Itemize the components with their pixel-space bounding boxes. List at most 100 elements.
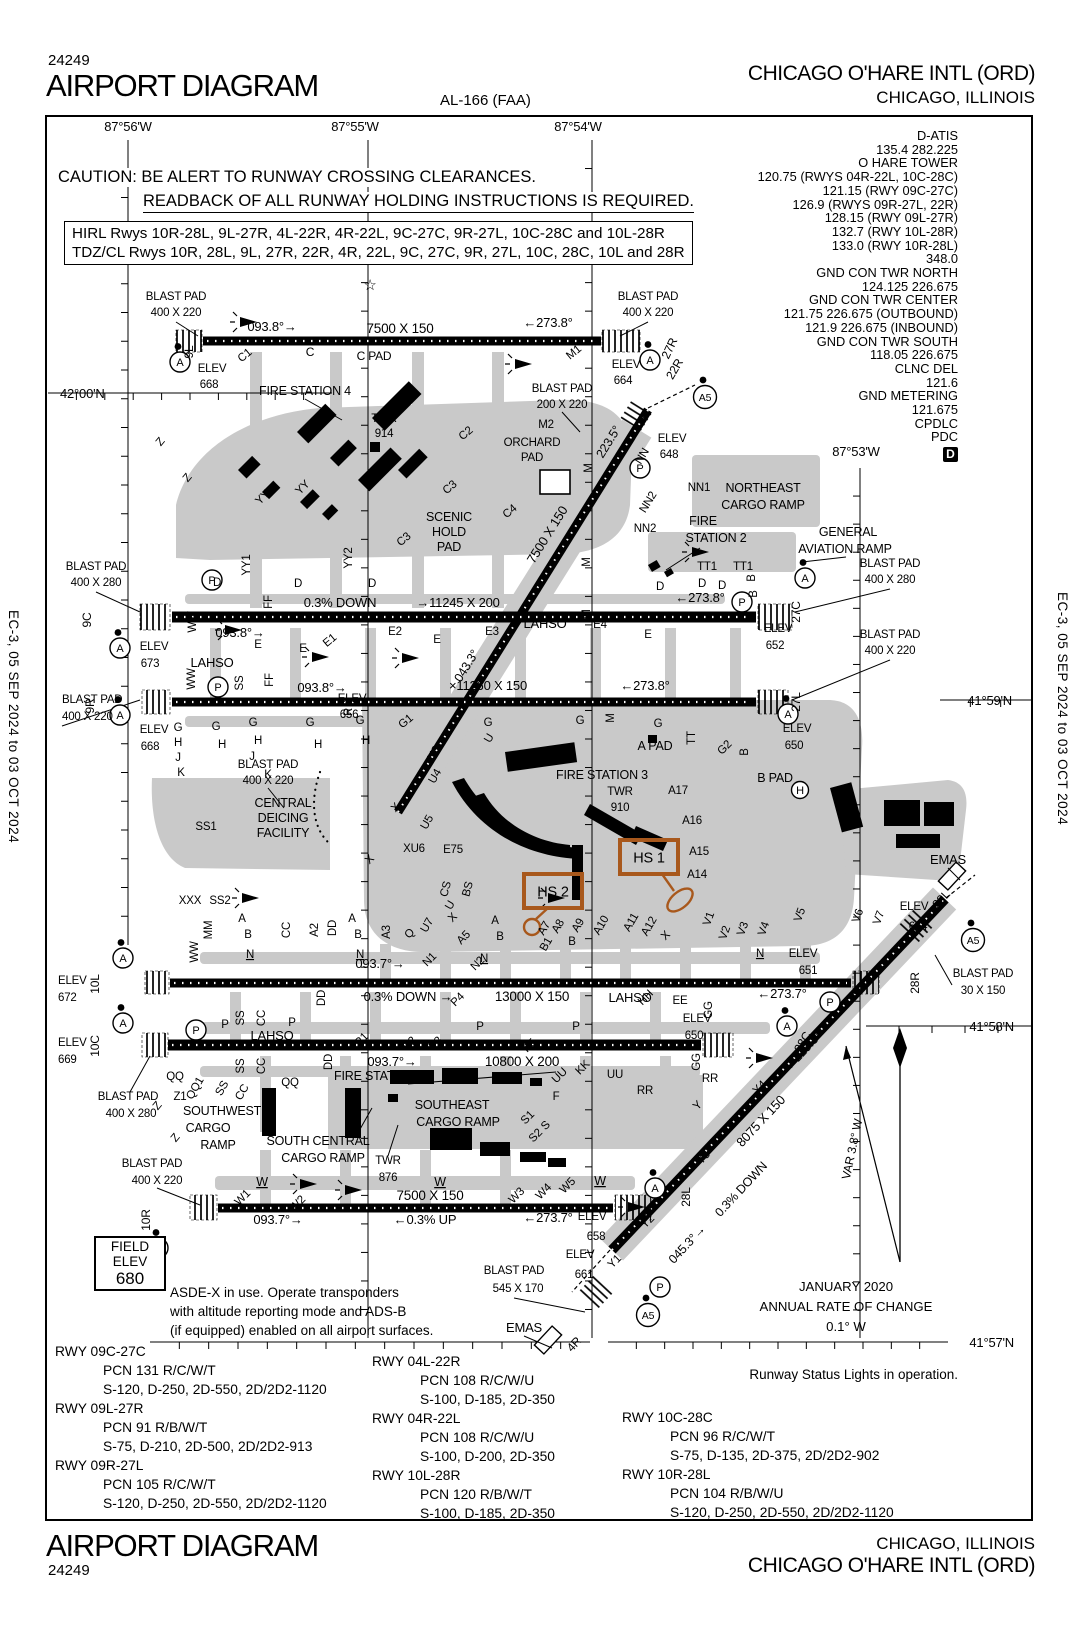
diagram-label: E4: [593, 619, 607, 631]
position-dot: [649, 1169, 657, 1176]
diagram-label: M2: [538, 419, 554, 431]
diagram-label: FIRE STATION 1: [334, 1069, 426, 1083]
diagram-label: F: [553, 1091, 560, 1103]
diagram-label: ELEV: [140, 641, 169, 653]
chart-code-top: 24249: [48, 52, 90, 69]
A-circle: [777, 703, 799, 725]
diagram-label: 87°56'W: [104, 119, 152, 134]
diagram-label: →11245 X 200: [416, 595, 499, 610]
runway: [203, 336, 601, 346]
comm-line: 135.4 282.225: [876, 141, 958, 157]
comm-line: 132.7 (RWY 10L-28R): [831, 223, 958, 239]
H-circle: [790, 780, 810, 800]
circle-letter: A: [116, 643, 124, 655]
diagram-label: CC: [233, 1082, 252, 1102]
diagram-label: GENERAL: [819, 525, 878, 539]
blast-pad: [578, 1275, 614, 1309]
light-wedge-rays: [682, 541, 690, 563]
diagram-label: CC: [256, 1010, 268, 1026]
page-title: AIRPORT DIAGRAM: [46, 68, 319, 103]
diagram-label: D: [213, 577, 221, 589]
runway-rwy: RWY 09C-27C: [55, 1344, 146, 1359]
terminal-building: [472, 793, 570, 854]
diagram-label: 7500 X 150: [396, 1188, 463, 1203]
diagram-label: G: [212, 721, 221, 733]
diagram-label: LAHSO: [250, 1028, 293, 1043]
lighting-note-box: HIRL Rwys 10R-28L, 9L-27R, 4L-22R, 4R-22…: [64, 221, 693, 265]
diagram-label: AVIATION RAMP: [798, 542, 891, 556]
blast-pad: [702, 1032, 734, 1058]
circle-letter: A: [646, 355, 654, 367]
diagram-label: H: [362, 735, 370, 747]
diagram-label: N: [480, 953, 488, 965]
blast-pad: [139, 603, 171, 631]
diagram-label: 400 X 220: [132, 1175, 183, 1187]
diagram-label: TT1: [733, 561, 753, 573]
diagram-label: G: [249, 717, 258, 729]
edge-note-right: EC-3, 05 SEP 2024 to 03 OCT 2024: [1055, 592, 1070, 826]
taxiway-connector: [380, 944, 391, 986]
diagram-label: ←273.8°: [620, 678, 669, 693]
diagram-label: 400 X 220: [865, 645, 916, 657]
runway-rwy: RWY 09R-27L: [55, 1458, 144, 1473]
pointer-line: [947, 867, 961, 881]
diagram-label: D: [294, 578, 302, 590]
A-circle: [794, 567, 816, 589]
A5-circle: [692, 384, 718, 410]
A5-circle: [960, 927, 986, 953]
apron-area: [408, 470, 558, 550]
diagram-label: STATION 2: [686, 531, 747, 545]
diagram-label: RAMP: [200, 1138, 235, 1152]
light-wedge-rays: [290, 1173, 298, 1195]
diagram-label: P: [476, 1021, 484, 1033]
position-dot: [642, 1294, 650, 1302]
diagram-label: BS: [460, 880, 476, 898]
diagram-label: 0.3% DOWN: [304, 595, 377, 610]
position-dot: [117, 939, 125, 946]
light-wedge-icon: [628, 1202, 645, 1212]
blast-pad: [141, 689, 171, 715]
diagram-label: 093.7°→: [355, 956, 404, 971]
diagram-label: W: [594, 1174, 606, 1188]
magvar-line-3: 0.1° W: [826, 1319, 866, 1334]
light-wedge-icon: [402, 653, 419, 663]
diagram-label: H: [218, 739, 226, 751]
P-circle: [649, 1276, 671, 1298]
building: [480, 1142, 510, 1156]
runway-pcn: PCN 91 R/B/W/T: [103, 1420, 208, 1435]
runway-rwy: RWY 04L-22R: [372, 1354, 461, 1369]
diagram-label: 30 X 150: [961, 985, 1005, 997]
comm-line: CLNC DEL: [894, 360, 958, 376]
blast-pad: [757, 603, 793, 631]
diagram-label: G: [576, 715, 585, 727]
hotspot-connector: [661, 873, 675, 892]
light-wedge-rays: [618, 1196, 626, 1218]
diagram-label: ←273.7°: [757, 986, 806, 1001]
diagram-label: 093.7°→: [253, 1212, 302, 1227]
diagram-label: SS: [234, 675, 246, 690]
diagram-label: CARGO RAMP: [721, 498, 804, 512]
diagram-label: SCENIC: [426, 510, 472, 524]
light-wedge-icon: [240, 317, 257, 327]
taxiway-connector: [560, 944, 571, 986]
diagram-label: ←273.7°: [523, 1210, 572, 1225]
asdex-line-2: with altitude reporting mode and ADS-B: [170, 1304, 407, 1319]
taxiway-connector: [440, 944, 451, 986]
circle-letter: A: [116, 710, 124, 722]
runway-rwy: RWY 10L-28R: [372, 1468, 461, 1483]
diagram-label: 10C: [88, 1035, 102, 1057]
blast-pad: [144, 970, 170, 995]
pdc-box-icon: D: [943, 447, 958, 463]
diagram-label: ELEV: [566, 1249, 595, 1261]
comm-line: GND CON TWR CENTER: [808, 292, 958, 308]
diagram-label: DD: [316, 990, 328, 1006]
building: [388, 1094, 398, 1102]
taxiway-connector: [660, 1056, 671, 1132]
light-wedge-rays: [746, 1047, 754, 1069]
diagram-label: EMAS: [930, 852, 967, 867]
P-circle: [819, 991, 841, 1013]
diagram-label: R: [343, 708, 355, 716]
diagram-label: V5: [792, 906, 808, 923]
